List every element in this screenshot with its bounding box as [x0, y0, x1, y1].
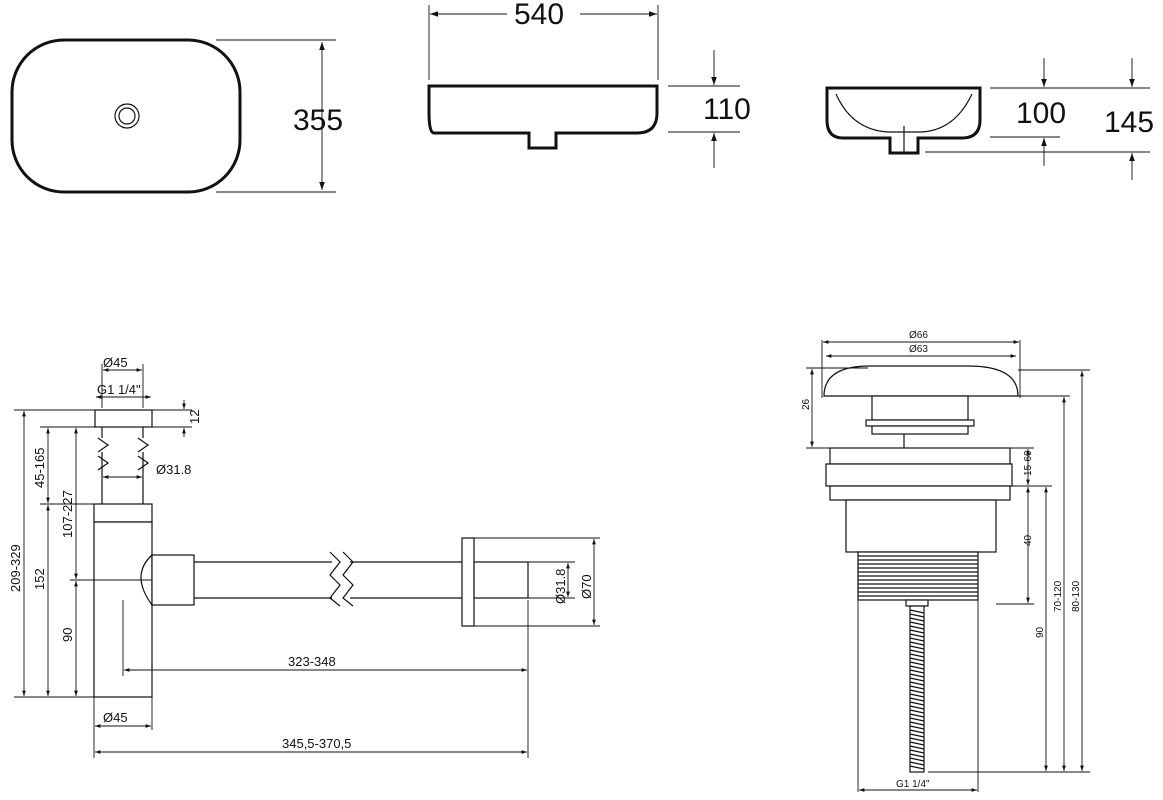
siphon-range-107-227: 107-227: [60, 490, 75, 538]
basin-front-outline: [427, 84, 659, 150]
siphon-flange-diameter: Ø70: [579, 574, 594, 599]
basin-depth-label: 100: [1016, 97, 1066, 130]
basin-height-label: 110: [703, 93, 751, 126]
basin-inner-bowl: [835, 93, 973, 133]
drain-drawing: Ø66 Ø63 26 15-60 40 90 70-120 80-130 G1 …: [801, 330, 1090, 792]
drain-cap-height: 26: [801, 398, 812, 410]
siphon-thread: G1 1/4": [97, 382, 141, 397]
siphon-body-height: 152: [32, 568, 47, 590]
siphon-nut: [93, 503, 153, 523]
siphon-elbow: [151, 554, 195, 606]
siphon-top-cap: [94, 409, 153, 428]
drain-adjust: 15-60: [1023, 450, 1034, 476]
basin-total-height-label: 145: [1104, 106, 1154, 139]
drain-range-70-120: 70-120: [1053, 580, 1064, 612]
siphon-outlet-pipe: [473, 561, 529, 599]
siphon-bottom-diameter: Ø45: [103, 710, 128, 725]
drain-hole-outer: [114, 103, 140, 129]
drain-thread-label: G1 1/4": [896, 779, 930, 790]
basin-top-view: 355: [10, 38, 343, 194]
drain-body: [845, 499, 997, 553]
drain-range-80-130: 80-130: [1071, 580, 1082, 612]
basin-length-label: 540: [514, 0, 564, 31]
siphon-cap-height: 12: [187, 410, 202, 424]
drain-stem: [871, 395, 969, 421]
siphon-tube-diameter: Ø31.8: [156, 462, 191, 477]
siphon-pipe-diameter: Ø31.8: [553, 569, 568, 604]
basin-side-outline: [825, 86, 982, 155]
drain-cap-outer: Ø66: [909, 330, 928, 341]
siphon-horizontal-323-348: 323-348: [288, 654, 336, 669]
basin-width-label: 355: [293, 104, 343, 137]
siphon-range-209-329: 209-329: [8, 544, 23, 592]
siphon-drawing: Ø45 G1 1/4" 12 Ø31.8 209-329 45-165 152 …: [8, 355, 600, 758]
siphon-range-45-165: 45-165: [32, 448, 47, 488]
drain-flange: [829, 447, 1011, 465]
basin-side-view: 100 145: [825, 58, 1154, 180]
drain-cap-inner: Ø63: [909, 344, 928, 355]
drain-base: 90: [1035, 626, 1046, 638]
siphon-top-diameter: Ø45: [103, 355, 128, 370]
drain-cap: [823, 365, 1019, 397]
siphon-wall-flange: [461, 537, 475, 627]
drain-hole-inner: [118, 107, 136, 125]
siphon-outlet-height: 90: [60, 628, 75, 642]
siphon-horizontal-345-370: 345,5-370,5: [282, 736, 351, 751]
basin-outline: [10, 38, 242, 194]
drain-body-height: 40: [1023, 534, 1034, 546]
basin-front-view: 540 110: [427, 0, 751, 168]
